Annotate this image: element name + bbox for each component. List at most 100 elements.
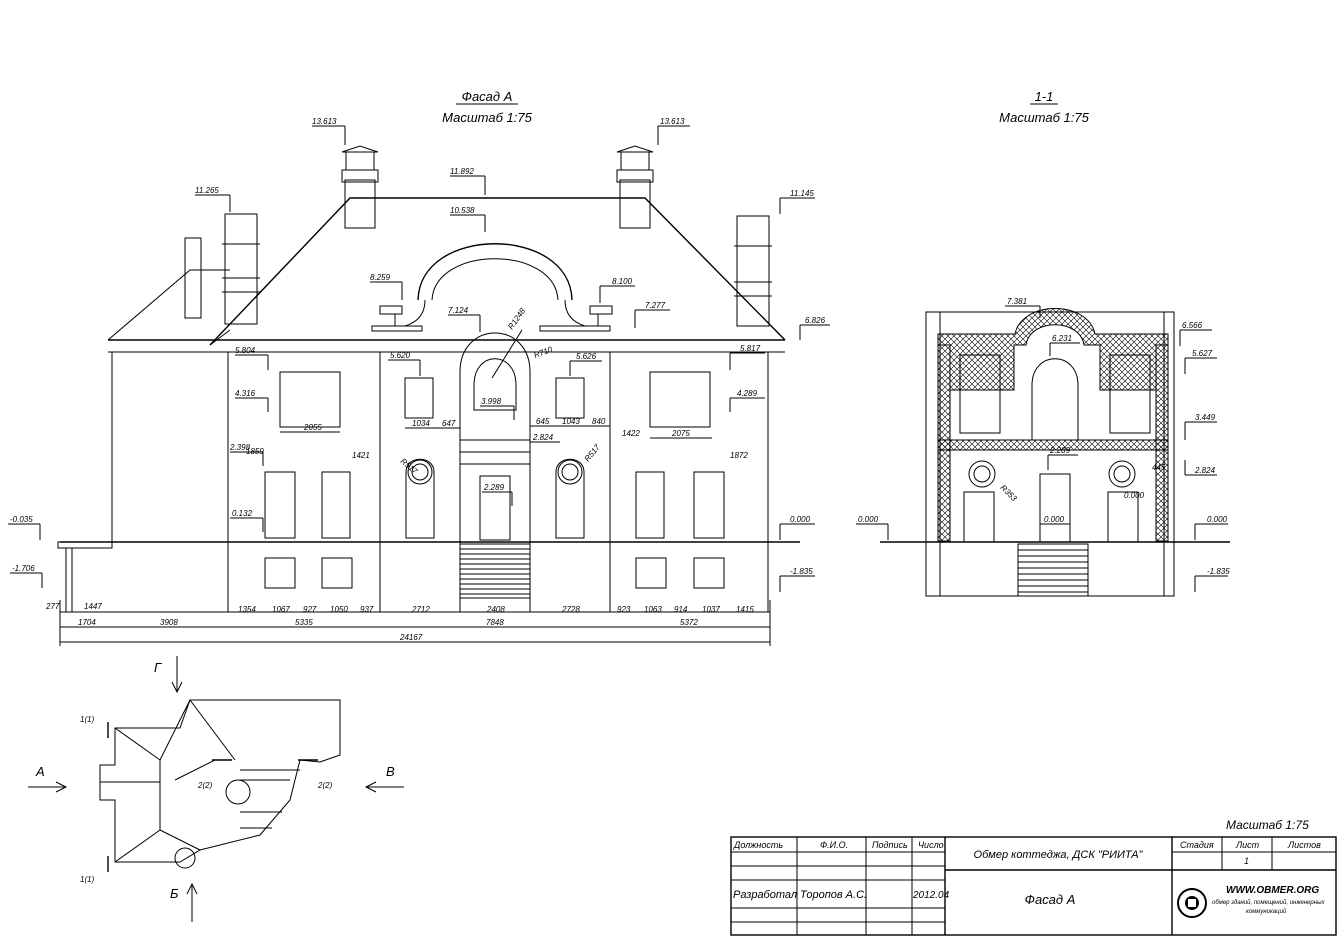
tb-hdr-date: Число [918,840,944,850]
dim-row1-3: 1067 [272,605,290,614]
sec-radius-1: R353 [999,483,1019,503]
lvl-floor-center: 2.824 [532,433,554,442]
title-block: Должность Ф.И.О. Подпись Число Разработа… [730,836,1337,936]
dim-row2-3: 7848 [486,618,504,627]
facade-title: Фасад А [462,89,513,104]
facade-scale: Масштаб 1:75 [442,110,532,125]
lvl-terrace: -1.706 [12,564,35,573]
facade-levels: 13.613 13.613 11.892 11.265 11.145 10.53… [8,117,830,592]
tb-hdr-name: Ф.И.О. [820,840,848,850]
arch-dormer [417,243,573,301]
sec-lvl-small: 0.000 [1124,491,1145,500]
dim-row1-12: 914 [674,605,688,614]
tb-project: Обмер коттеджа, ДСК "РИИТА" [974,849,1144,861]
dim-row1-11: 1063 [644,605,662,614]
dim-1421: 1421 [352,451,370,460]
dim-row1-14: 1415 [736,605,754,614]
lvl-win-right-mid: 4.289 [737,389,758,398]
tb-hdr-position: Должность [733,840,783,850]
plan-label-1-top: 1(1) [80,715,95,724]
lvl-win-center-right: 5.626 [576,352,597,361]
center-arch-frame [459,332,531,440]
lvl-floor-left: 2.398 [229,443,251,452]
dim-row2-4: 5372 [680,618,698,627]
sec-lvl-upper: 5.627 [1192,349,1213,358]
plan-label-g: Г [154,660,162,675]
chimney-left [344,179,376,229]
sec-lvl-base: -1.835 [1207,567,1230,576]
lvl-ground-right: 0.000 [790,515,811,524]
dim-row1-7: 2712 [411,605,430,614]
facade-stairs [459,543,531,599]
chimney-right [619,179,651,229]
plan-label-v: В [386,764,395,779]
window-upper-right [649,371,711,428]
tb-col-stage: Стадия [1180,840,1214,850]
dim-840: 840 [592,417,606,426]
lvl-ground-left: -0.035 [10,515,33,524]
dim-row1-9: 2728 [561,605,580,614]
tb-person: Торопов А.С. [800,889,867,901]
lvl-eave-r: 6.826 [805,316,826,325]
dim-1422: 1422 [622,429,640,438]
sec-lvl-floor2: 2.824 [1194,466,1216,475]
dim-row1-6: 937 [360,605,374,614]
main-roof [209,197,786,346]
sec-lvl-floor: 3.449 [1195,413,1216,422]
dim-row2-1: 3908 [160,618,178,627]
section-scale: Масштаб 1:75 [999,110,1089,125]
lvl-arch-left: 8.259 [370,273,391,282]
section-title: 1-1 [1035,89,1054,104]
lvl-win-left-top: 5.804 [235,346,256,355]
left-roof [107,269,230,341]
left-sign [184,237,202,319]
dim-2055: 2055 [303,423,322,432]
plan-label-2-right: 2(2) [317,781,333,790]
lvl-cornice-r: 7.277 [645,301,666,310]
radius-4: R517 [583,442,603,463]
tb-scale: Масштаб 1:75 [1226,818,1309,832]
radius-2: R710 [533,345,555,360]
dim-2075: 2075 [671,429,690,438]
lvl-tower-left: 11.265 [195,186,219,195]
section-floor-slab [937,439,1169,451]
tower-left [224,213,258,325]
center-arch-window [473,358,517,411]
dim-row1-0: 277 [45,602,60,611]
radius-1: R1248 [506,306,527,331]
key-plan: Г Б А В 1(1) 1(1) 2(2) 2(2) [28,656,404,922]
dim-row1-13: 1037 [702,605,720,614]
dim-row1-4: 927 [303,605,317,614]
entry-door [479,475,511,541]
plan-outline [99,699,341,863]
window-upper-left [279,371,341,428]
lvl-base-right: -1.835 [790,567,813,576]
tb-sheet-no: 1 [1244,856,1249,866]
lvl-win-right-top: 5.817 [740,344,761,353]
lvl-arch-right: 8.100 [612,277,633,286]
plan-label-2-left: 2(2) [197,781,213,790]
tb-logo-text: WWW.OBMER.ORG [1226,885,1319,896]
obmer-logo-icon [1177,888,1207,918]
lvl-door-top: 3.998 [481,397,502,406]
dim-row2-2: 5335 [295,618,313,627]
lvl-cornice-c: 7.124 [448,306,469,315]
lvl-ridge: 11.892 [450,167,474,176]
sec-lvl-ground-r: 0.000 [1207,515,1228,524]
lvl-sill-left: 0.132 [232,509,253,518]
lvl-chimney-right: 13.613 [660,117,685,126]
tower-right [736,215,770,327]
tb-col-sheet: Лист [1235,840,1260,850]
tb-hdr-sign: Подпись [872,840,908,850]
tb-logo-sub2: коммуникаций [1246,908,1287,915]
lvl-entry: 2.289 [483,483,505,492]
plan-label-b: Б [170,886,179,901]
dim-1872: 1872 [730,451,748,460]
dim-1859: 1859 [246,447,264,456]
lvl-arch-top: 10.538 [450,206,475,215]
sec-lvl-mid: 6.231 [1052,334,1072,343]
lvl-win-center-left: 5.620 [390,351,411,360]
tb-role: Разработал [733,889,797,901]
plan-label-a: А [35,764,45,779]
